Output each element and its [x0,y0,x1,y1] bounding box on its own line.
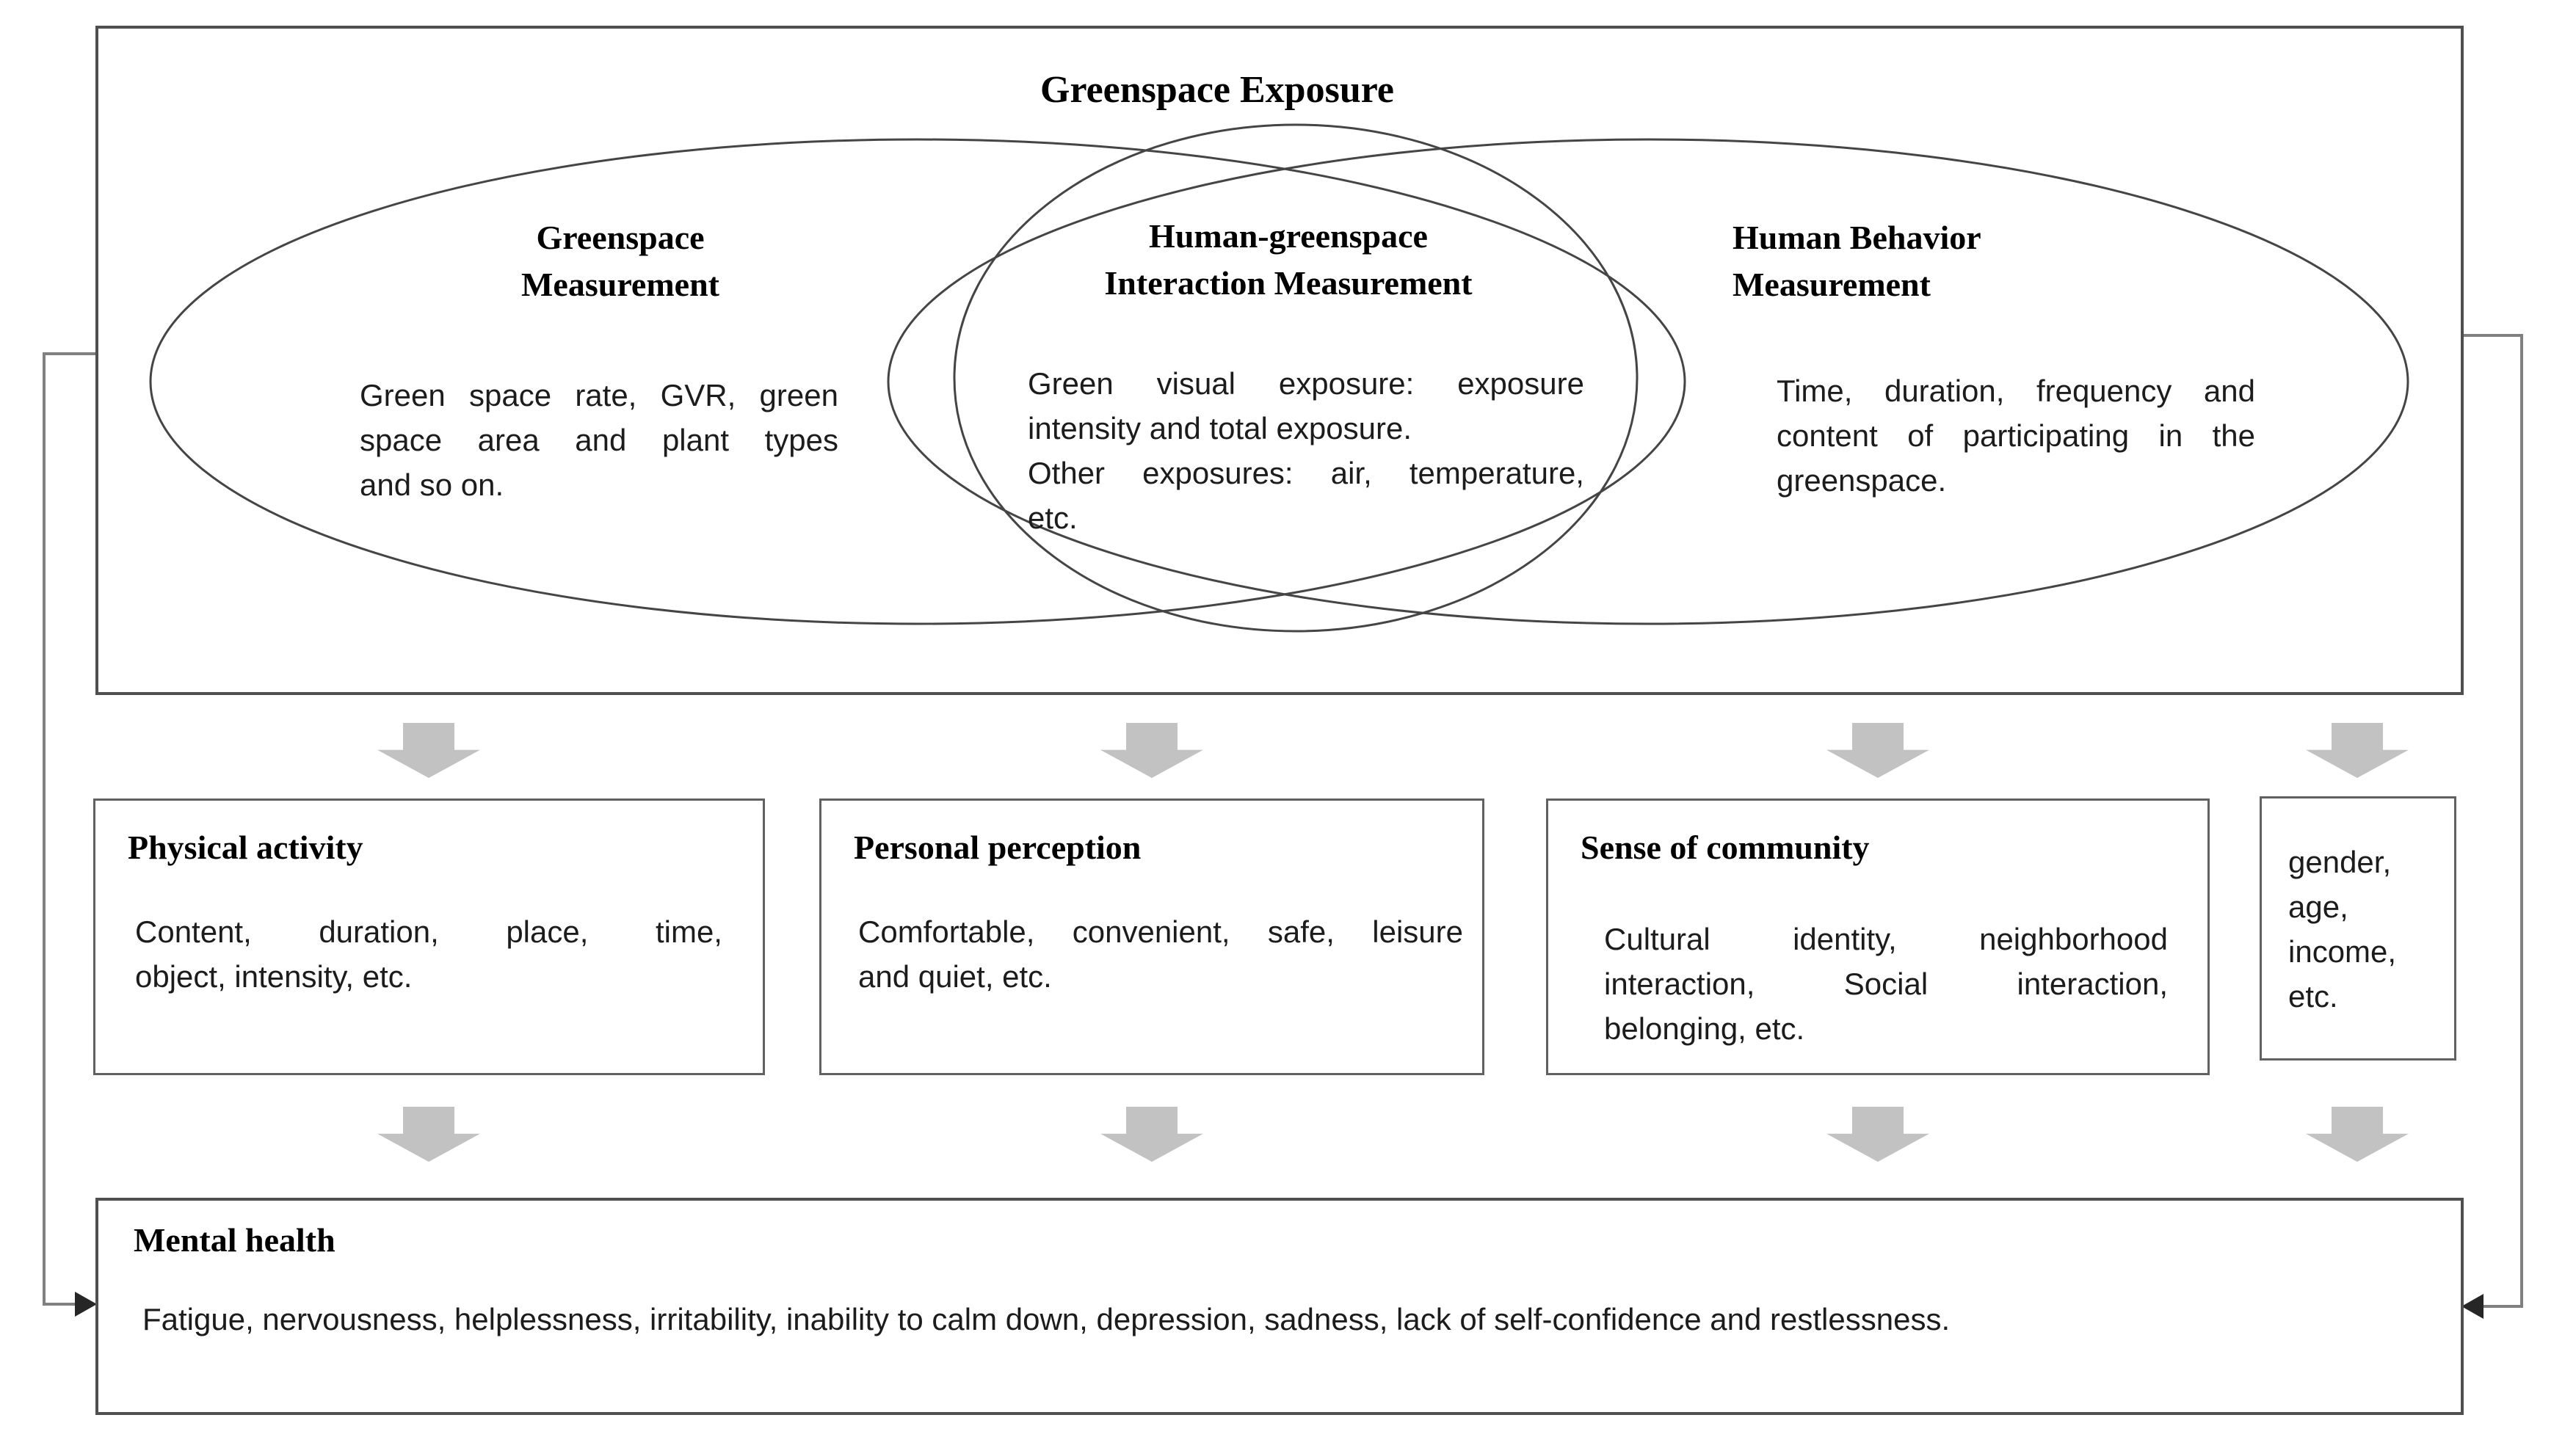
feedback-line-left [43,352,95,1306]
text-line: and so on. [360,468,504,502]
box-title: Sense of community [1581,829,1870,866]
venn-middle-title: Human-greenspace Interaction Measurement [1104,217,1473,302]
text-line: age, [2288,890,2348,924]
venn-left-title: Greenspace Measurement [521,219,719,303]
feedback-arrowhead-right-icon [2461,1294,2484,1319]
text-line: greenspace. [1777,463,1947,498]
personal-perception-box: Personal perception Comfortable,convenie… [819,798,1484,1075]
text-line: Content,duration,place,time, [135,914,722,949]
box-body: Fatigue, nervousness, helplessness, irri… [142,1302,1951,1336]
text-line: Comfortable,convenient,safe,leisure [858,914,1463,949]
text-line: intensity and total exposure. [1028,411,1412,445]
physical-activity-box: Physical activity Content,duration,place… [93,798,765,1075]
feedback-line-right [2463,334,2523,1308]
ellipse-human-behavior-measurement [887,138,2409,625]
greenspace-exposure-box [95,26,2464,695]
box-title: Physical activity [128,829,363,866]
ellipse-human-greenspace-interaction [953,123,1639,633]
text-line: etc. [1028,501,1078,535]
text-line: etc. [2288,979,2338,1014]
box-title: Mental health [134,1221,335,1259]
text-line: and quiet, etc. [858,959,1052,994]
box-body: Comfortable,convenient,safe,leisure and q… [858,909,1463,999]
feedback-arrowhead-left-icon [75,1292,97,1317]
mental-health-box: Mental health Fatigue, nervousness, help… [95,1198,2464,1415]
box-title: Personal perception [854,829,1142,866]
diagram-title: Greenspace Exposure [1040,69,1394,111]
text-line: object, intensity, etc. [135,959,413,994]
box-body: Content,duration,place,time, object, inte… [135,909,722,999]
text-line: income, [2288,934,2397,969]
text-line: belonging, etc. [1604,1011,1805,1046]
ellipse-greenspace-measurement [149,138,1686,625]
text-line: gender, [2288,845,2392,879]
box-body: gender, age, income, etc. [2288,840,2442,1019]
venn-right-title: Human Behavior Measurement [1733,219,1981,303]
demographics-box: gender, age, income, etc. [2260,796,2456,1061]
